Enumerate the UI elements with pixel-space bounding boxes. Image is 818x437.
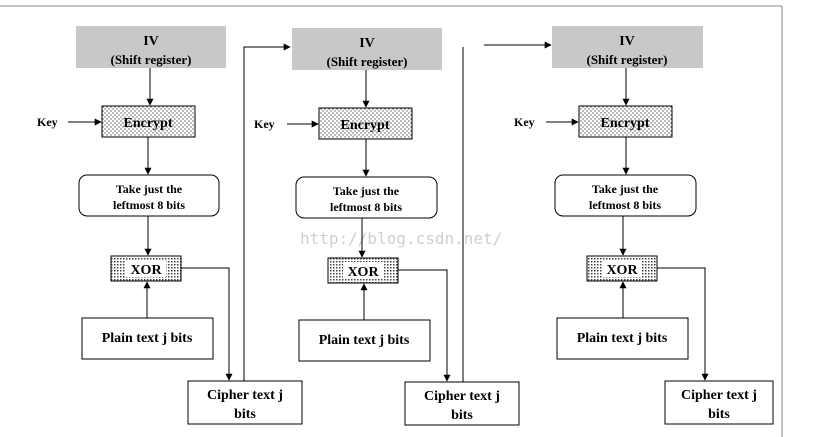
encrypt-box <box>578 105 673 138</box>
take-bits-box <box>295 176 438 219</box>
encrypt-box <box>318 107 413 140</box>
cipher-text-line1: Cipher text j <box>424 389 500 404</box>
plain-text-label: Plain text j bits <box>577 331 668 346</box>
take-bits-line1: Take just the <box>592 182 659 196</box>
take-bits-box <box>554 174 697 217</box>
key-label: Key <box>254 117 275 131</box>
stage-1: IV (Shift register) Key Encrypt Take jus… <box>37 26 303 425</box>
cipher-text-box <box>664 380 774 425</box>
plain-text-box <box>556 317 689 360</box>
iv-title: IV <box>359 36 375 51</box>
take-bits-box <box>78 174 220 217</box>
iv-title: IV <box>143 34 159 49</box>
encrypt-label: Encrypt <box>124 116 173 131</box>
take-bits-line1: Take just the <box>333 184 400 198</box>
arrow-xor-to-cipher <box>398 269 451 382</box>
xor-label-bg <box>602 260 642 277</box>
encrypt-label: Encrypt <box>341 118 390 133</box>
key-label: Key <box>37 115 58 129</box>
plain-text-box <box>81 317 214 360</box>
cipher-text-line2: bits <box>708 407 730 422</box>
watermark-text: http://blog.csdn.net/ <box>300 229 502 248</box>
cipher-text-box <box>187 380 303 425</box>
iv-title: IV <box>619 34 635 49</box>
arrow-xor-to-cipher <box>657 267 709 381</box>
cipher-text-line2: bits <box>451 408 473 423</box>
iv-box <box>292 28 442 70</box>
xor-label-bg <box>126 260 166 277</box>
cipher-text-line2: bits <box>234 407 256 422</box>
iv-subtitle: (Shift register) <box>327 54 408 69</box>
feedback-arrow-1-to-2 <box>243 43 291 381</box>
plain-text-label: Plain text j bits <box>319 333 410 348</box>
take-bits-line1: Take just the <box>116 182 183 196</box>
iv-subtitle: (Shift register) <box>111 52 192 67</box>
arrow-xor-to-cipher <box>181 267 233 381</box>
iv-box <box>552 26 703 68</box>
stage-3: IV (Shift register) Key Encrypt Take jus… <box>514 26 774 425</box>
cipher-text-line1: Cipher text j <box>207 388 283 403</box>
stage-2: IV (Shift register) Key Encrypt Take jus… <box>254 28 520 426</box>
xor-label-bg <box>343 262 383 279</box>
take-bits-line2: leftmost 8 bits <box>113 198 185 212</box>
plain-text-box <box>298 319 431 362</box>
take-bits-line2: leftmost 8 bits <box>330 200 402 214</box>
iv-subtitle: (Shift register) <box>587 52 668 67</box>
iv-box <box>76 26 226 68</box>
xor-label: XOR <box>347 265 379 280</box>
cipher-text-box <box>404 381 520 426</box>
xor-label: XOR <box>606 263 638 278</box>
xor-label: XOR <box>130 263 162 278</box>
key-label: Key <box>514 115 535 129</box>
take-bits-line2: leftmost 8 bits <box>589 198 661 212</box>
plain-text-label: Plain text j bits <box>102 331 193 346</box>
encrypt-label: Encrypt <box>601 116 650 131</box>
cipher-text-line1: Cipher text j <box>681 388 757 403</box>
